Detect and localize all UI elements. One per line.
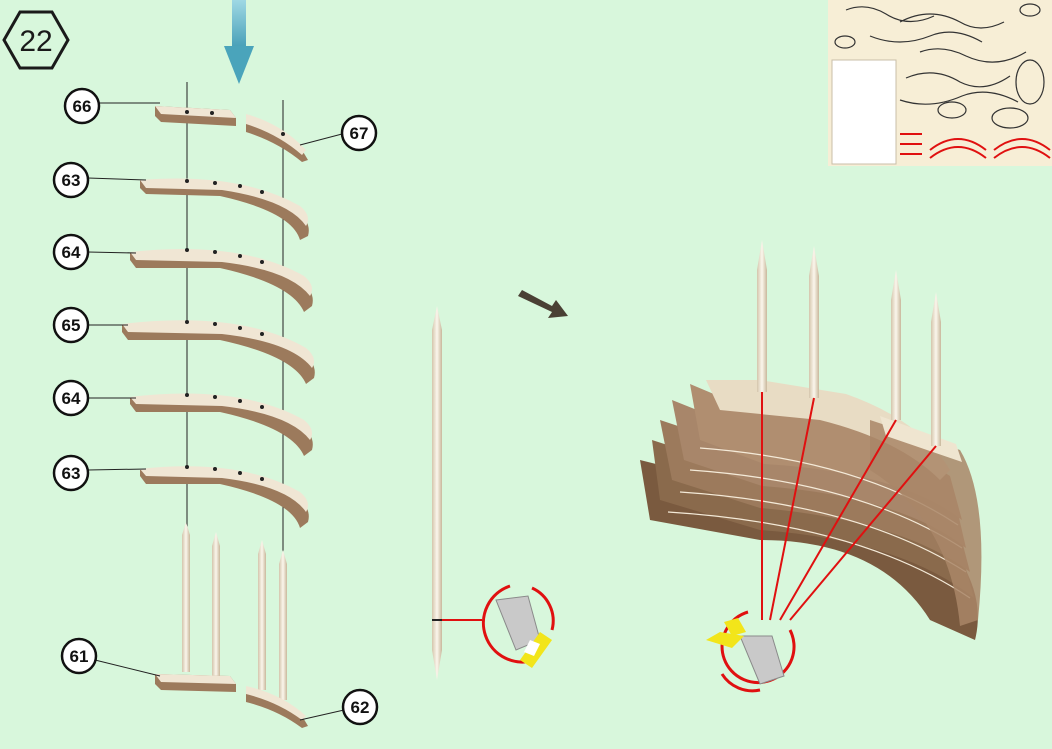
arc-part-3 [122, 320, 315, 384]
svg-text:66: 66 [73, 97, 92, 116]
label-67: 67 [300, 116, 376, 150]
step-badge: 22 [4, 12, 68, 68]
svg-text:65: 65 [62, 316, 81, 335]
cut-detail [483, 586, 553, 668]
label-65: 65 [54, 308, 128, 342]
arc-part-2 [130, 248, 313, 312]
label-61: 61 [62, 639, 160, 676]
part-66 [155, 106, 236, 126]
guide-lines [187, 82, 283, 700]
step-number: 22 [19, 25, 52, 58]
part-62 [246, 540, 308, 728]
part-67 [246, 114, 308, 162]
label-66: 66 [65, 89, 160, 123]
svg-text:63: 63 [62, 464, 81, 483]
svg-text:63: 63 [62, 171, 81, 190]
svg-text:64: 64 [62, 389, 81, 408]
label-62: 62 [300, 690, 377, 724]
parts-sheet-inset [828, 0, 1052, 166]
svg-text:62: 62 [351, 698, 370, 717]
svg-text:67: 67 [350, 124, 369, 143]
cutter-tool-icon-2 [706, 618, 784, 684]
label-63-top: 63 [54, 163, 146, 197]
next-arrow-icon [518, 290, 568, 318]
arc-part-4 [130, 393, 313, 456]
label-64-top: 64 [54, 235, 136, 269]
insert-arrow-icon [224, 0, 254, 84]
part-61 [155, 522, 236, 692]
long-pin [432, 306, 482, 680]
assembled-view [640, 240, 981, 691]
svg-text:64: 64 [62, 243, 81, 262]
label-63-bottom: 63 [54, 456, 146, 490]
svg-text:61: 61 [70, 647, 89, 666]
label-64-bottom: 64 [54, 381, 136, 415]
